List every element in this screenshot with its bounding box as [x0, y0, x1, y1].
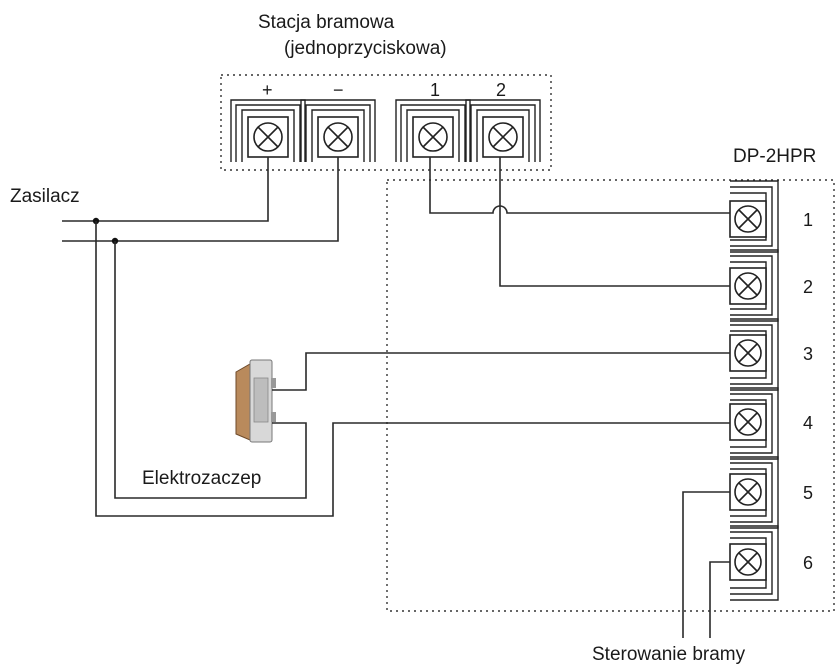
gate-station-title: Stacja bramowa: [258, 12, 395, 33]
module-terminal-4: 4: [729, 387, 813, 460]
power-supply-label: Zasilacz: [10, 186, 80, 207]
power-supply: Zasilacz: [10, 186, 80, 207]
terminal-bracket: [465, 99, 541, 162]
module-terminal-5-label: 5: [803, 483, 813, 503]
wire-strike-3: [272, 352, 730, 391]
wire-button-1: [429, 157, 730, 214]
gate-terminal-2-label: 2: [496, 80, 506, 100]
gate-terminal-2: 2: [465, 80, 541, 162]
wire-strike-return: [95, 221, 730, 517]
wire-strike-supply: [114, 241, 307, 499]
terminal-bracket: [395, 99, 471, 162]
wire-gate-6: [709, 561, 730, 638]
electric-strike: Elektrozaczep: [142, 359, 276, 489]
electric-strike-label: Elektrozaczep: [142, 468, 261, 489]
gate-terminal-plus-label: +: [262, 80, 273, 100]
module-terminal-6-label: 6: [803, 553, 813, 573]
dp-2hpr-module: DP-2HPR 1 2 3 4: [386, 146, 835, 612]
module-terminal-4-label: 4: [803, 413, 813, 433]
module-terminal-2: 2: [729, 249, 813, 322]
module-label: DP-2HPR: [733, 146, 816, 167]
module-outline: [386, 179, 835, 612]
gate-terminal-minus-label: −: [333, 80, 344, 100]
gate-station: Stacja bramowa (jednoprzyciskowa) + − 1 …: [220, 12, 552, 171]
module-terminal-6: 6: [729, 525, 813, 601]
gate-station-subtitle: (jednoprzyciskowa): [284, 38, 447, 59]
gate-terminal-plus: +: [230, 80, 306, 162]
wire-plus: [62, 157, 269, 222]
module-terminal-3-label: 3: [803, 344, 813, 364]
gate-station-outline: [220, 74, 552, 171]
module-terminal-2-label: 2: [803, 277, 813, 297]
module-terminal-3: 3: [729, 318, 813, 391]
module-terminal-1-label: 1: [803, 210, 813, 230]
wire-gate-5: [682, 491, 730, 638]
wire-minus: [62, 157, 339, 242]
wire-button-2: [499, 157, 730, 287]
gate-terminal-1-label: 1: [430, 80, 440, 100]
gate-terminal-minus: −: [300, 80, 376, 162]
module-terminal-5: 5: [729, 456, 813, 529]
strike-body: [235, 363, 251, 441]
terminal-bracket: [230, 99, 306, 162]
gate-control-label: Sterowanie bramy: [592, 644, 746, 665]
gate-terminal-1: 1: [395, 80, 471, 162]
wiring: [62, 157, 730, 638]
module-terminal-1: 1: [729, 180, 813, 253]
terminal-bracket: [300, 99, 376, 162]
